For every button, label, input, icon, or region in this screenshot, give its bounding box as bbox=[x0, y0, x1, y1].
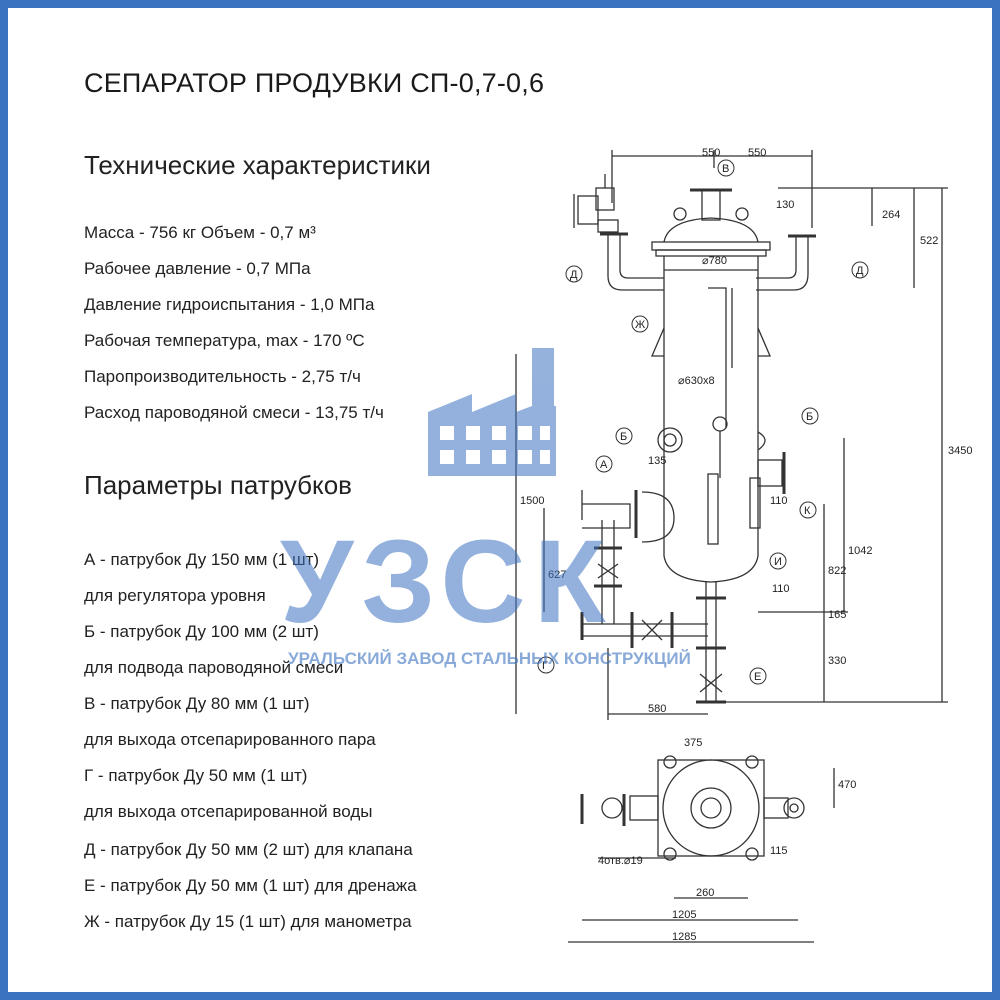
label-B-left: Б bbox=[620, 431, 627, 443]
dim-627: 627 bbox=[548, 569, 566, 581]
dim-110-bottom: 110 bbox=[772, 583, 790, 595]
label-Zh: Ж bbox=[635, 319, 645, 331]
dim-264: 264 bbox=[882, 209, 900, 221]
nozzle-line: для выхода отсепарированной воды bbox=[84, 802, 373, 821]
label-B-right: Б bbox=[806, 411, 813, 423]
nozzle-line: для подвода пароводяной смеси bbox=[84, 658, 344, 677]
label-A: А bbox=[600, 459, 608, 471]
dim-630: ⌀630х8 bbox=[678, 375, 715, 387]
nozzle-line: А - патрубок Ду 150 мм (1 шт) bbox=[84, 550, 320, 569]
page-title: СЕПАРАТОР ПРОДУВКИ СП-0,7-0,6 bbox=[84, 68, 545, 98]
dim-135: 135 bbox=[648, 455, 666, 467]
dim-165: 165 bbox=[828, 609, 846, 621]
nozzle-line: для регулятора уровня bbox=[84, 586, 266, 605]
spec-pressure: Рабочее давление - 0,7 МПа bbox=[84, 259, 311, 278]
nozzle-line: В - патрубок Ду 80 мм (1 шт) bbox=[84, 694, 310, 713]
label-K: К bbox=[804, 505, 811, 517]
label-E: Е bbox=[754, 671, 761, 683]
nozzle-line: для выхода отсепарированного пара bbox=[84, 730, 376, 749]
dim-holes: 4отв.⌀19 bbox=[598, 855, 643, 867]
separator-drawing: 550 550 130 264 522 ⌀780 ⌀630х8 3450 150… bbox=[515, 147, 972, 943]
dim-115: 115 bbox=[770, 845, 788, 857]
label-V: В bbox=[722, 163, 729, 175]
spec-mass-volume: Масса - 756 кг Объем - 0,7 м³ bbox=[84, 223, 316, 242]
dim-1500: 1500 bbox=[520, 495, 544, 507]
dim-550-right: 550 bbox=[748, 147, 766, 159]
spec-flow: Расход пароводяной смеси - 13,75 т/ч bbox=[84, 403, 384, 422]
nozzle-line: Е - патрубок Ду 50 мм (1 шт) для дренажа bbox=[84, 876, 417, 895]
dim-1205: 1205 bbox=[672, 909, 696, 921]
dim-375: 375 bbox=[684, 737, 702, 749]
label-D-right: Д bbox=[856, 265, 864, 277]
nozzle-line: Г - патрубок Ду 50 мм (1 шт) bbox=[84, 766, 308, 785]
dim-1285: 1285 bbox=[672, 931, 696, 943]
dim-1042: 1042 bbox=[848, 545, 872, 557]
nozzle-line: Ж - патрубок Ду 15 (1 шт) для манометра bbox=[84, 912, 412, 931]
spec-test-pressure: Давление гидроиспытания - 1,0 МПа bbox=[84, 295, 375, 314]
dim-130: 130 bbox=[776, 199, 794, 211]
tech-heading: Технические характеристики bbox=[84, 150, 431, 180]
nozzle-line: Б - патрубок Ду 100 мм (2 шт) bbox=[84, 622, 319, 641]
dim-780: ⌀780 bbox=[702, 255, 727, 267]
label-D-left: Д bbox=[570, 269, 578, 281]
dim-522: 522 bbox=[920, 235, 938, 247]
nozzle-line: Д - патрубок Ду 50 мм (2 шт) для клапана bbox=[84, 840, 413, 859]
dim-470: 470 bbox=[838, 779, 856, 791]
dim-822: 822 bbox=[828, 565, 846, 577]
spec-capacity: Паропроизводительность - 2,75 т/ч bbox=[84, 367, 361, 386]
nozzles-heading: Параметры патрубков bbox=[84, 470, 352, 500]
spec-temperature: Рабочая температура, max - 170 ºС bbox=[84, 331, 365, 350]
dim-330: 330 bbox=[828, 655, 846, 667]
dim-110-top: 110 bbox=[770, 495, 788, 507]
dim-3450: 3450 bbox=[948, 445, 972, 457]
dim-260: 260 bbox=[696, 887, 714, 899]
dim-580: 580 bbox=[648, 703, 666, 715]
dim-550-left: 550 bbox=[702, 147, 720, 159]
label-G: Г bbox=[542, 660, 548, 672]
label-I: И bbox=[774, 556, 782, 568]
